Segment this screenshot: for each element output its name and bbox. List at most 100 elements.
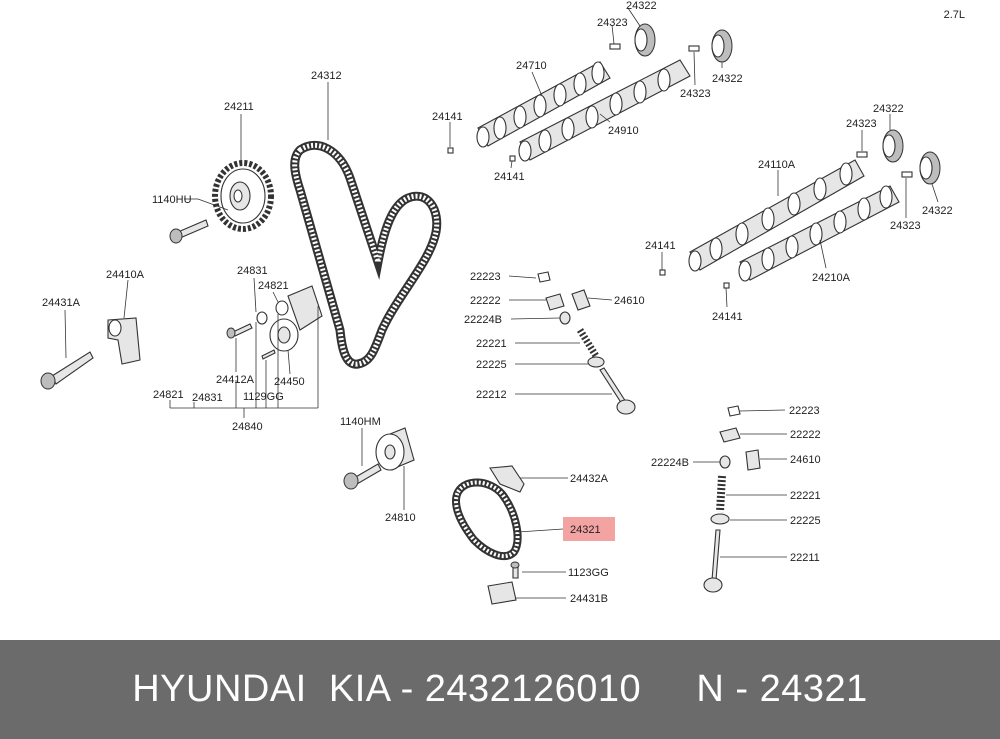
cam-sprocket-24322-r1: [882, 129, 904, 163]
callout-24211: 24211: [224, 101, 254, 113]
timing-belt-24312: [290, 140, 442, 369]
callout-22222: 22222: [790, 429, 821, 441]
drive-chain-24321: [452, 478, 522, 561]
callout-22224B: 22224B: [464, 314, 502, 326]
key-24323-top: [609, 43, 621, 50]
callout-24910: 24910: [608, 125, 639, 137]
callout-24322: 24322: [712, 73, 743, 85]
bolt-24412A: [226, 323, 253, 339]
pin-24141-b: [509, 155, 516, 162]
callout-24141: 24141: [645, 240, 676, 252]
retainer-22222-a: [545, 293, 565, 311]
tensioner-pulley-24450: [269, 285, 323, 352]
callout-1140HM: 1140HM: [340, 416, 381, 428]
valve-22212: [599, 367, 627, 405]
callout-24410A: 24410A: [106, 269, 145, 281]
callout-24323: 24323: [846, 118, 877, 130]
callout-24810: 24810: [385, 512, 416, 524]
exploded-view-drawing: 2.7L 24322 24323 24322 24323 24710 24141…: [40, 0, 965, 605]
callout-22212: 22212: [476, 389, 507, 401]
bolt-1140HM: [343, 463, 382, 490]
spacer-24831: [256, 311, 268, 325]
callout-22222: 22222: [470, 295, 501, 307]
pin-24141-d: [723, 282, 730, 289]
seal-22224B-a: [559, 311, 571, 325]
lifter-24610-b: [745, 449, 761, 471]
callout-24432A: 24432A: [570, 473, 609, 485]
callout-24110A: 24110A: [758, 159, 796, 171]
camshaft-24110A: [688, 159, 865, 272]
camshaft-24910: [518, 59, 691, 162]
callout-22225: 22225: [476, 359, 507, 371]
lifter-24610-a: [571, 289, 591, 311]
key-24323-mid: [688, 45, 700, 52]
callout-24321-highlighted: 24321: [570, 524, 601, 536]
key-24323-r1: [856, 151, 868, 158]
callout-24831: 24831: [237, 265, 268, 277]
bolt-1140HU: [169, 219, 209, 244]
callout-24450: 24450: [274, 376, 305, 388]
callout-24141: 24141: [494, 171, 525, 183]
callout-1123GG: 1123GG: [568, 567, 609, 579]
callout-24312: 24312: [311, 70, 342, 82]
idler-pulley-24810: [375, 427, 415, 471]
callout-22221: 22221: [790, 490, 821, 502]
cam-sprocket-24322-top: [634, 23, 656, 57]
bolt-1123GG: [510, 561, 520, 579]
spring-22221-b: [716, 475, 726, 513]
seal-22224B-b: [719, 455, 731, 469]
callout-24831: 24831: [192, 392, 223, 404]
callout-24323: 24323: [597, 17, 628, 29]
pin-24141-c: [659, 269, 666, 276]
callout-22223: 22223: [789, 405, 820, 417]
highlight-box: [563, 517, 615, 541]
valve-train-b: [703, 405, 761, 593]
callout-24141: 24141: [432, 111, 463, 123]
callout-24322: 24322: [626, 0, 657, 12]
valve-train-a: [537, 271, 636, 415]
callout-24610: 24610: [790, 454, 821, 466]
chain-tensioner-24431B: [487, 581, 517, 605]
seat-22225-b: [710, 513, 730, 525]
callout-24431B: 24431B: [570, 593, 608, 605]
callout-24710: 24710: [516, 60, 547, 72]
callout-24821: 24821: [258, 280, 289, 292]
callout-24323: 24323: [890, 220, 921, 232]
callout-24322: 24322: [922, 205, 953, 217]
retainer-22223-a: [537, 271, 551, 283]
tensioner-24410A: [107, 317, 141, 365]
callout-22223: 22223: [470, 271, 501, 283]
chain-guide-24432A: [489, 465, 525, 493]
part-number-caption: HYUNDAI KIA - 2432126010 N - 24321: [132, 668, 868, 710]
callout-22211: 22211: [790, 552, 820, 564]
bushing-24821: [275, 300, 289, 316]
callout-22225: 22225: [790, 515, 821, 527]
bolt-24431A: [40, 351, 94, 390]
key-24323-r2: [901, 171, 913, 178]
crank-sprocket-24211: [212, 160, 274, 232]
pin-24141-a: [447, 147, 454, 154]
leader-lines: [64, 7, 939, 599]
seat-22225-a: [587, 356, 605, 368]
callout-1140HU: 1140HU: [152, 194, 192, 206]
callout-22221: 22221: [476, 338, 507, 350]
callout-24322: 24322: [873, 103, 904, 115]
callout-24610: 24610: [614, 295, 645, 307]
cam-sprocket-24322-r2: [919, 151, 941, 185]
retainer-22223-b: [727, 405, 741, 417]
callout-24141: 24141: [712, 311, 743, 323]
camshaft-24210A: [738, 185, 900, 282]
callout-24821: 24821: [153, 389, 184, 401]
spring-22221-a: [577, 328, 599, 358]
callout-24210A: 24210A: [812, 272, 851, 284]
camshaft-24710: [476, 61, 611, 148]
callout-24840: 24840: [232, 421, 263, 433]
valve-22211: [711, 529, 721, 581]
footer-bar: HYUNDAI KIA - 2432126010 N - 24321: [0, 640, 1000, 739]
callout-1129GG: 1129GG: [243, 391, 284, 403]
callout-24323: 24323: [680, 88, 711, 100]
callout-24412A: 24412A: [216, 374, 255, 386]
engine-size-label: 2.7L: [944, 9, 965, 21]
cam-sprocket-24322-mid: [711, 29, 733, 63]
